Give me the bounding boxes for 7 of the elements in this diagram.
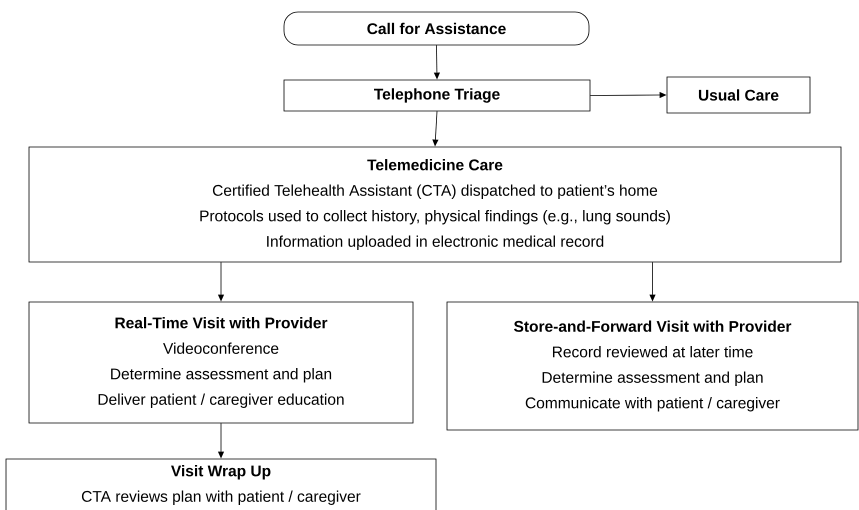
process-box: Usual Care [666, 76, 810, 114]
process-box: Visit Wrap Up CTA reviews plan with patient / caregiver [6, 458, 436, 510]
process-box: Store-and-Forward Visit with Provider Record reviewed at later time Determine assessment and plan Communicate with patient / caregiver [446, 302, 858, 430]
process-box: Telemedicine Care Certified Telehealth Assistant (CTA) dispatched to patient’s home Protocols used to collect history, physical findings (e.g., lung sounds) Information uploaded in electronic medical record [28, 146, 842, 262]
process-box: Real-Time Visit with Provider Videoconference Determine assessment and plan Deliver patient / caregiver education [28, 302, 414, 424]
process-box: Telephone Triage [284, 80, 590, 112]
terminal-box: Call for Assistance [284, 12, 590, 46]
